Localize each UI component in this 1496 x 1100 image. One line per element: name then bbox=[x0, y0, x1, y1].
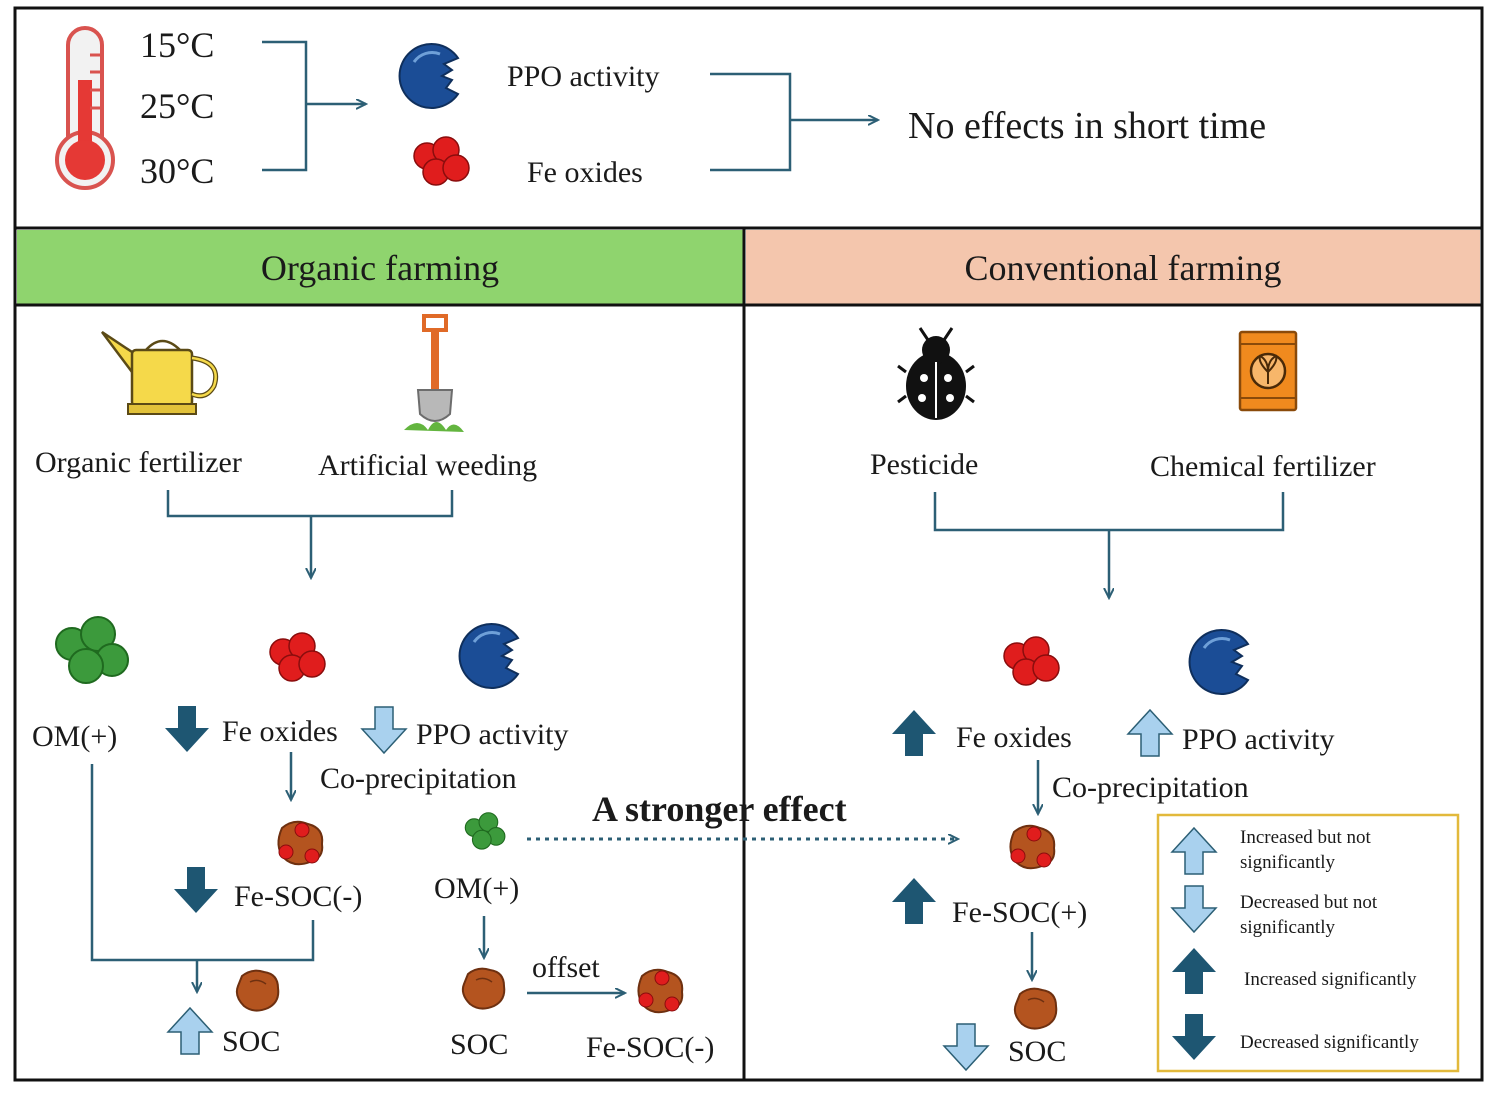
organic-fe-soc2-label: Fe-SOC(-) bbox=[586, 1031, 714, 1064]
conventional-coprecip-label: Co-precipitation bbox=[1052, 771, 1249, 804]
pesticide-label: Pesticide bbox=[870, 448, 978, 481]
organic-fe-soc-icon bbox=[277, 820, 324, 866]
om-fesoc-to-soc-connector bbox=[90, 764, 315, 992]
conventional-farming-title: Conventional farming bbox=[965, 248, 1282, 288]
fe-oxides-increased-significantly-icon bbox=[892, 710, 936, 756]
organic-input-bracket bbox=[166, 490, 454, 578]
organic-header-bg bbox=[17, 230, 743, 305]
organic-fe-soc-label: Fe-SOC(-) bbox=[234, 880, 362, 913]
fe-soc-decreased-significantly-icon bbox=[174, 867, 218, 913]
conventional-ppo-icon bbox=[1188, 628, 1250, 696]
watering-can-icon bbox=[101, 330, 219, 415]
legend: Increased but not significantly Decrease… bbox=[1156, 813, 1460, 1073]
outer-frame bbox=[13, 6, 1484, 1082]
conventional-header-bg bbox=[746, 230, 1480, 305]
organic-coprecip-label: Co-precipitation bbox=[320, 762, 517, 795]
organic-ppo-icon bbox=[458, 622, 520, 690]
no-effects-label: No effects in short time bbox=[908, 105, 1266, 147]
offset-label: offset bbox=[532, 951, 600, 984]
fe-oxides-icon bbox=[413, 136, 470, 186]
legend-inc-s: Increased significantly bbox=[1244, 969, 1417, 990]
organic-om2-label: OM(+) bbox=[434, 872, 519, 905]
conventional-fe-oxides-label: Fe oxides bbox=[956, 721, 1072, 754]
artificial-weeding-label: Artificial weeding bbox=[318, 449, 537, 482]
organic-om-small-icon bbox=[464, 812, 506, 850]
organic-fe-soc2-icon bbox=[637, 968, 684, 1014]
temp-30: 30°C bbox=[140, 151, 214, 191]
organic-fertilizer-label: Organic fertilizer bbox=[35, 446, 242, 479]
thermometer-icon bbox=[55, 26, 115, 190]
fertilizer-bag-icon bbox=[1238, 330, 1298, 412]
legend-inc-ns-line1: Increased but not bbox=[1240, 827, 1372, 848]
legend-inc-ns-line2: significantly bbox=[1240, 852, 1335, 873]
result-bracket bbox=[710, 72, 878, 172]
legend-box bbox=[1156, 813, 1460, 1073]
conventional-soc-label: SOC bbox=[1008, 1035, 1066, 1068]
shovel-icon bbox=[404, 314, 464, 432]
organic-fe-oxides-label: Fe oxides bbox=[222, 715, 338, 748]
conventional-input-bracket bbox=[933, 492, 1285, 598]
ppo-enzyme-icon bbox=[398, 42, 460, 110]
organic-soc-icon bbox=[235, 969, 280, 1012]
top-ppo-label: PPO activity bbox=[507, 60, 660, 93]
organic-om-label: OM(+) bbox=[32, 720, 117, 753]
temp-15: 15°C bbox=[140, 25, 214, 65]
temp-25: 25°C bbox=[140, 86, 214, 126]
top-fe-label: Fe oxides bbox=[527, 156, 643, 189]
conv-soc-decreased-not-significantly-icon bbox=[943, 1023, 989, 1071]
organic-farming-title: Organic farming bbox=[261, 248, 499, 288]
organic-ppo-label: PPO activity bbox=[416, 718, 569, 751]
conventional-ppo-label: PPO activity bbox=[1182, 723, 1335, 756]
ppo-increased-not-significantly-icon bbox=[1127, 709, 1173, 757]
legend-dec-ns-line1: Decreased but not bbox=[1240, 892, 1378, 913]
ladybug-icon bbox=[897, 327, 975, 420]
organic-fe-oxides-icon bbox=[269, 632, 326, 682]
conventional-soc-icon bbox=[1013, 987, 1058, 1030]
organic-soc2-icon bbox=[461, 967, 506, 1010]
legend-dec-s: Decreased significantly bbox=[1240, 1032, 1419, 1053]
stronger-effect-label: A stronger effect bbox=[592, 789, 847, 829]
organic-soc2-label: SOC bbox=[450, 1028, 508, 1061]
conventional-fe-soc-label: Fe-SOC(+) bbox=[952, 896, 1087, 929]
om-cluster-icon bbox=[55, 616, 129, 684]
fe-soc-increased-significantly-icon bbox=[892, 878, 936, 924]
fe-oxides-decreased-significantly-icon bbox=[165, 706, 209, 752]
soc-increased-not-significantly-icon bbox=[167, 1007, 213, 1055]
organic-soc-label: SOC bbox=[222, 1025, 280, 1058]
temperature-bracket bbox=[262, 40, 366, 172]
legend-dec-ns-line2: significantly bbox=[1240, 917, 1335, 938]
conventional-fe-soc-icon bbox=[1009, 824, 1056, 870]
conventional-fe-oxides-icon bbox=[1003, 636, 1060, 686]
ppo-decreased-not-significantly-icon bbox=[361, 706, 407, 754]
chemical-fertilizer-label: Chemical fertilizer bbox=[1150, 450, 1376, 483]
